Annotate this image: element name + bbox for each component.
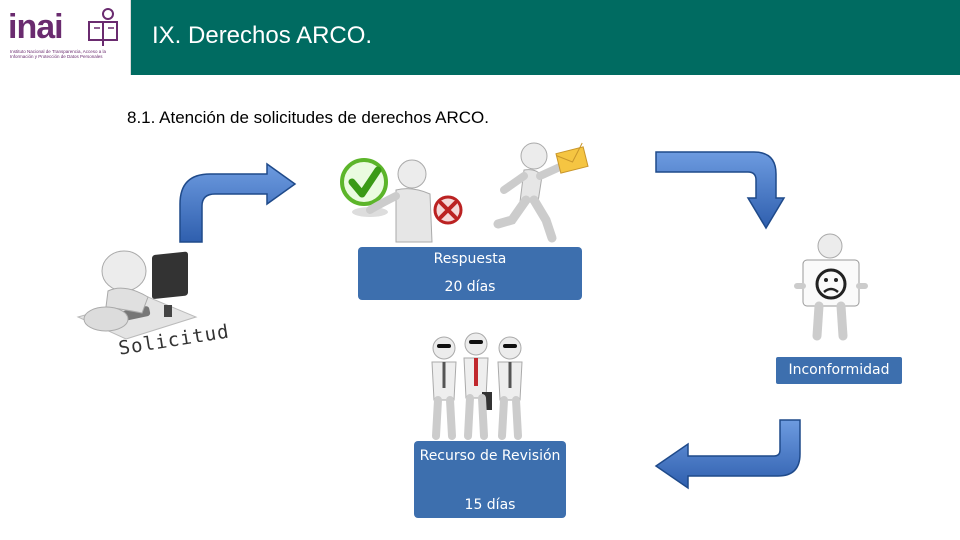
curved-arrow-icon bbox=[655, 151, 786, 230]
inconformidad-label: Inconformidad bbox=[788, 362, 890, 378]
respuesta-plazo: 20 días bbox=[444, 279, 496, 295]
recurso-plazo: 15 días bbox=[464, 497, 516, 513]
section-subtitle: 8.1. Atención de solicitudes de derechos… bbox=[127, 108, 489, 127]
logo-mark-icon bbox=[88, 8, 118, 46]
logo-tagline: Instituto Nacional de Transparencia, Acc… bbox=[10, 49, 107, 59]
sad-face-sign-person-icon bbox=[794, 233, 868, 341]
person-at-computer-icon bbox=[76, 250, 198, 340]
running-person-with-envelope-icon bbox=[493, 142, 589, 243]
inconformidad-box: Inconformidad bbox=[776, 357, 902, 384]
header-band bbox=[131, 0, 960, 75]
recurso-label: Recurso de Revisión bbox=[419, 448, 561, 464]
logo-word: inai bbox=[8, 8, 64, 46]
recurso-box: Recurso de Revisión 15 días bbox=[414, 441, 566, 518]
page-title: IX. Derechos ARCO. bbox=[152, 22, 373, 49]
three-businessmen-icon bbox=[431, 332, 523, 440]
curved-arrow-icon bbox=[654, 419, 801, 490]
person-with-check-and-cross-icon bbox=[340, 158, 463, 243]
curved-arrow-icon bbox=[179, 162, 297, 243]
respuesta-box: Respuesta 20 días bbox=[358, 247, 582, 300]
inai-logo: inai Instituto Nacional de Transparencia… bbox=[0, 0, 131, 75]
respuesta-label: Respuesta bbox=[433, 251, 507, 267]
